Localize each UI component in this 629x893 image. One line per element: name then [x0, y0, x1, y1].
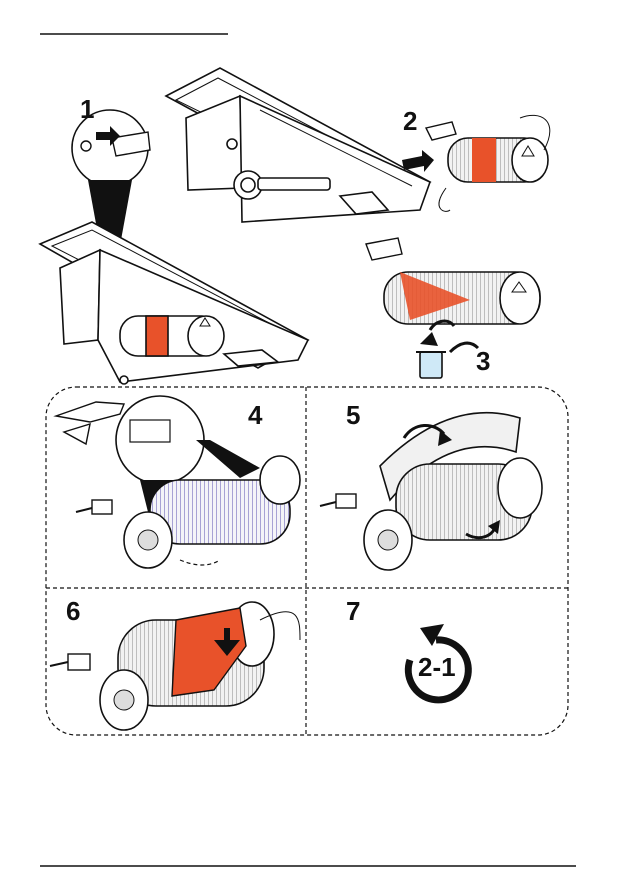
step-3-discard: 3: [366, 238, 540, 378]
restart-cycle-icon: 2-1: [408, 624, 468, 700]
step-number-5: 5: [346, 400, 360, 430]
step-number-4: 4: [248, 400, 263, 430]
recycle-bin-icon: [420, 352, 442, 378]
panel-step-6: 6: [50, 596, 300, 730]
panel-step-7: 7 2-1: [346, 596, 468, 700]
top-section: 1 2: [40, 68, 550, 384]
bottom-panels: 4 5: [46, 387, 568, 735]
step-number-7: 7: [346, 596, 360, 626]
panel-step-5: 5: [320, 400, 542, 570]
tray-front: [40, 222, 308, 384]
panel-step-4: 4: [56, 396, 300, 568]
step-number-3: 3: [476, 346, 490, 376]
step-number-6: 6: [66, 596, 80, 626]
tray-back: [166, 68, 430, 222]
step-number-1: 1: [80, 94, 94, 124]
restart-cycle-label: 2-1: [418, 652, 456, 682]
step-number-2: 2: [403, 106, 417, 136]
